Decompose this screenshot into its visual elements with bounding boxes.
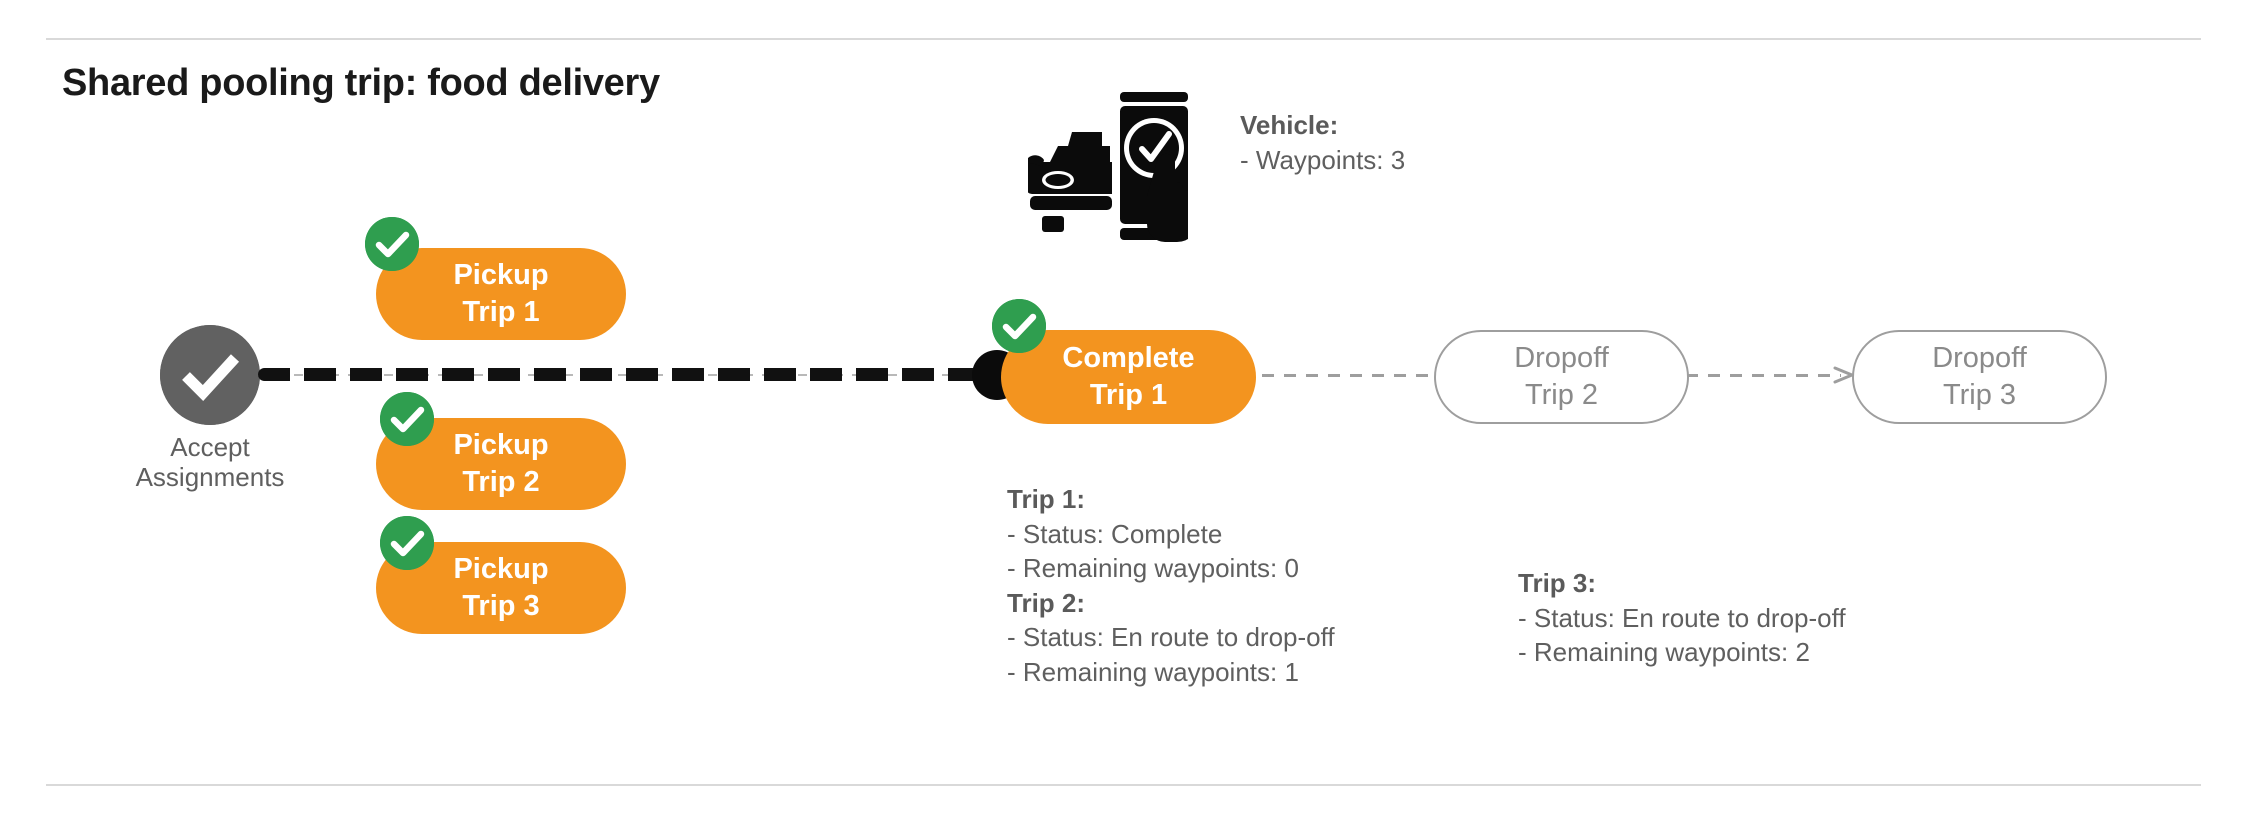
accept-assignments-label-line1: Accept bbox=[170, 432, 250, 462]
pickup-trip-1-trip: Trip 1 bbox=[462, 296, 540, 328]
trip-3-status: - Status: En route to drop-off bbox=[1518, 602, 1846, 633]
connector-complete-to-dropoff2 bbox=[1262, 374, 1437, 377]
check-badge-icon-pickup-1 bbox=[365, 217, 419, 271]
pickup-trip-2-action: Pickup bbox=[453, 429, 549, 462]
trip-1-remaining-waypoints: - Remaining waypoints: 0 bbox=[1007, 553, 1299, 584]
vehicle-info-row-waypoints: - Waypoints: 3 bbox=[1240, 144, 1406, 175]
check-badge-icon-pickup-2 bbox=[380, 392, 434, 446]
pickup-trip-3-node[interactable]: Pickup Trip 3 bbox=[376, 542, 626, 634]
vehicle-info-header: Vehicle: bbox=[1240, 110, 1339, 140]
pickup-trip-3-trip: Trip 3 bbox=[462, 590, 540, 622]
pickup-trip-1-node[interactable]: Pickup Trip 1 bbox=[376, 248, 626, 340]
check-badge-icon-complete-1 bbox=[992, 299, 1046, 353]
connector-dashes bbox=[258, 368, 1003, 381]
pickup-trip-3-action: Pickup bbox=[453, 553, 549, 586]
complete-trip-1-action: Complete bbox=[1062, 342, 1195, 375]
accept-assignments-label: Accept Assignments bbox=[100, 432, 320, 493]
trip-details-left-block: Trip 1: - Status: Complete - Remaining w… bbox=[1007, 482, 1335, 689]
pickup-trip-1-action: Pickup bbox=[453, 259, 549, 292]
check-circle-icon bbox=[160, 325, 260, 425]
trip-1-header: Trip 1: bbox=[1007, 484, 1086, 514]
dropoff-trip-2-node[interactable]: Dropoff Trip 2 bbox=[1434, 330, 1689, 424]
vehicle-info-block: Vehicle: - Waypoints: 3 bbox=[1240, 108, 1405, 177]
divider-bottom bbox=[46, 784, 2201, 786]
accept-assignments-label-line2: Assignments bbox=[135, 461, 285, 492]
check-badge-icon-pickup-3 bbox=[380, 516, 434, 570]
trip-2-status: - Status: En route to drop-off bbox=[1007, 622, 1335, 653]
connector-accept-to-complete bbox=[258, 363, 1003, 387]
dropoff-trip-3-trip: Trip 3 bbox=[1942, 379, 2017, 411]
dropoff-trip-2-trip: Trip 2 bbox=[1524, 379, 1599, 411]
trip-3-header: Trip 3: bbox=[1518, 568, 1597, 598]
connector-dropoff2-to-dropoff3 bbox=[1686, 374, 1841, 377]
accept-assignments-node[interactable]: Accept Assignments bbox=[136, 325, 284, 492]
complete-trip-1-node[interactable]: Complete Trip 1 bbox=[1001, 330, 1256, 424]
pickup-trip-2-trip: Trip 2 bbox=[462, 466, 540, 498]
trip-1-status: - Status: Complete bbox=[1007, 518, 1223, 549]
dropoff-trip-2-action: Dropoff bbox=[1514, 342, 1609, 375]
page-title: Shared pooling trip: food delivery bbox=[62, 62, 660, 104]
trip-details-right-block: Trip 3: - Status: En route to drop-off -… bbox=[1518, 566, 1846, 670]
dropoff-trip-3-node[interactable]: Dropoff Trip 3 bbox=[1852, 330, 2107, 424]
trip-2-header: Trip 2: bbox=[1007, 587, 1086, 618]
trip-3-remaining-waypoints: - Remaining waypoints: 2 bbox=[1518, 637, 1810, 668]
trip-2-remaining-waypoints: - Remaining waypoints: 1 bbox=[1007, 656, 1299, 687]
complete-trip-1-trip: Trip 1 bbox=[1089, 379, 1168, 411]
car-phone-check-icon bbox=[1026, 92, 1199, 244]
divider-top bbox=[46, 38, 2201, 40]
dropoff-trip-3-action: Dropoff bbox=[1932, 342, 2027, 375]
